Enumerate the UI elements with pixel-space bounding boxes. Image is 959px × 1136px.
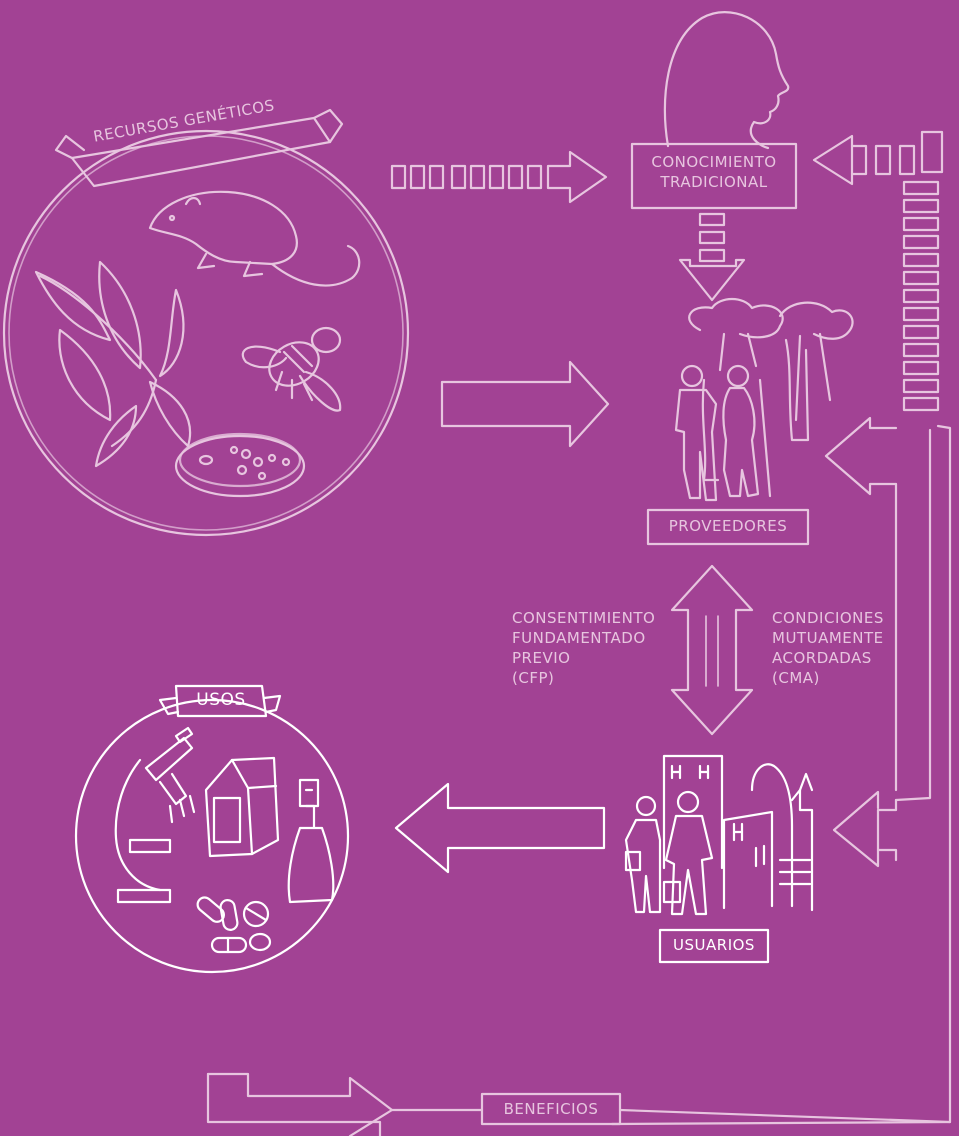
rat-icon xyxy=(150,192,359,286)
consent-line-3: PREVIO xyxy=(512,648,655,668)
traditional-knowledge-line-2: TRADICIONAL xyxy=(632,172,796,192)
traditional-knowledge-line-1: CONOCIMIENTO xyxy=(632,152,796,172)
arrow-return-to-knowledge xyxy=(814,132,942,410)
conditions-line-4: (CMA) xyxy=(772,668,884,688)
conditions-line-1: CONDICIONES xyxy=(772,608,884,628)
arrow-resources-to-knowledge xyxy=(392,152,606,202)
consent-line-4: (CFP) xyxy=(512,668,655,688)
people-with-trees-icon xyxy=(676,299,853,500)
users-label: USUARIOS xyxy=(660,936,768,954)
conditions-label: CONDICIONES MUTUAMENTE ACORDADAS (CMA) xyxy=(772,608,884,688)
arrow-users-to-uses xyxy=(396,784,604,872)
conditions-line-3: ACORDADAS xyxy=(772,648,884,668)
arrow-providers-users-double xyxy=(672,566,752,734)
conditions-line-2: MUTUAMENTE xyxy=(772,628,884,648)
arrow-resources-to-providers xyxy=(442,362,608,446)
pills-icon xyxy=(195,895,270,952)
leaf-icon xyxy=(36,262,190,466)
traditional-knowledge-label: CONOCIMIENTO TRADICIONAL xyxy=(632,152,796,192)
head-silhouette-icon xyxy=(665,12,788,148)
uses-label: USOS xyxy=(176,690,266,710)
consent-line-1: CONSENTIMIENTO xyxy=(512,608,655,628)
genetic-resources-circle xyxy=(4,110,408,535)
milk-carton-icon xyxy=(206,758,278,856)
spray-bottle-icon xyxy=(289,780,334,902)
consent-line-2: FUNDAMENTADO xyxy=(512,628,655,648)
bee-icon xyxy=(243,328,340,411)
providers-label: PROVEEDORES xyxy=(648,517,808,535)
people-with-city-icon xyxy=(626,756,812,914)
benefits-label: BENEFICIOS xyxy=(482,1100,620,1118)
consent-label: CONSENTIMIENTO FUNDAMENTADO PREVIO (CFP) xyxy=(512,608,655,688)
petri-dish-icon xyxy=(176,434,304,496)
microscope-icon xyxy=(116,728,194,902)
arrow-knowledge-to-providers xyxy=(680,214,744,300)
arrow-inner-lines xyxy=(706,616,718,686)
